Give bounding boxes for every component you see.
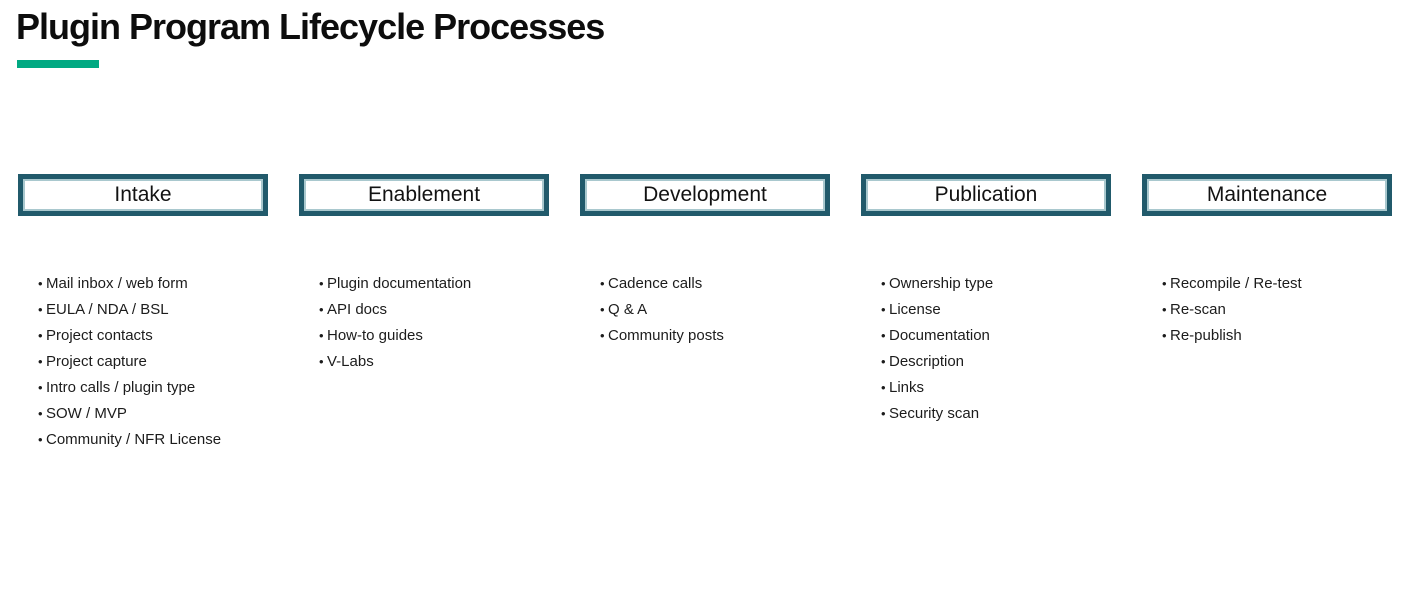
list-item: •V-Labs — [299, 349, 549, 375]
stage-header-label: Maintenance — [1206, 183, 1328, 206]
bullet-icon: • — [881, 328, 886, 343]
stage-items-maintenance: •Recompile / Re-test•Re-scan•Re-publish — [1142, 271, 1392, 349]
stage-items-development: •Cadence calls•Q & A•Community posts — [580, 271, 830, 349]
list-item-label: Mail inbox / web form — [46, 275, 188, 292]
stage-items-intake: •Mail inbox / web form•EULA / NDA / BSL•… — [18, 271, 268, 453]
list-item-label: Re-scan — [1170, 301, 1226, 318]
list-item-label: Security scan — [889, 405, 980, 422]
list-item-label: Project capture — [46, 353, 147, 370]
list-item: •Mail inbox / web form — [18, 271, 268, 297]
list-item-label: How-to guides — [327, 327, 423, 344]
bullet-icon: • — [600, 328, 605, 343]
list-item-label: Intro calls / plugin type — [46, 379, 196, 396]
column-development: Development •Cadence calls•Q & A•Communi… — [580, 174, 830, 453]
list-item-label: API docs — [327, 301, 388, 318]
stage-items-enablement: •Plugin documentation•API docs•How-to gu… — [299, 271, 549, 375]
stage-header-maintenance: Maintenance — [1142, 174, 1392, 216]
list-item: •Community / NFR License — [18, 427, 268, 453]
list-item: •Security scan — [861, 401, 1111, 427]
bullet-icon: • — [881, 276, 886, 291]
stage-header-label: Development — [643, 183, 767, 206]
lifecycle-columns: Intake •Mail inbox / web form•EULA / NDA… — [18, 174, 1392, 453]
bullet-icon: • — [600, 302, 605, 317]
list-item-label: Ownership type — [889, 275, 994, 292]
bullet-icon: • — [38, 380, 43, 395]
bullet-icon: • — [38, 406, 43, 421]
list-item: •Re-publish — [1142, 323, 1392, 349]
stage-header-label: Publication — [934, 183, 1038, 206]
bullet-icon: • — [1162, 328, 1167, 343]
list-item: •Q & A — [580, 297, 830, 323]
list-item-label: Description — [889, 353, 965, 370]
list-item-label: Community posts — [608, 327, 724, 344]
stage-header-enablement: Enablement — [299, 174, 549, 216]
column-enablement: Enablement •Plugin documentation•API doc… — [299, 174, 549, 453]
list-item: •Ownership type — [861, 271, 1111, 297]
list-item-label: Recompile / Re-test — [1170, 275, 1302, 292]
title-accent-bar — [17, 60, 99, 68]
list-item-label: Community / NFR License — [46, 431, 222, 448]
page-title: Plugin Program Lifecycle Processes — [16, 6, 605, 47]
list-item: •Documentation — [861, 323, 1111, 349]
list-item: •EULA / NDA / BSL — [18, 297, 268, 323]
list-item-label: EULA / NDA / BSL — [46, 301, 169, 318]
list-item: •SOW / MVP — [18, 401, 268, 427]
stage-header-publication: Publication — [861, 174, 1111, 216]
stage-header-intake: Intake — [18, 174, 268, 216]
bullet-icon: • — [38, 328, 43, 343]
list-item: •API docs — [299, 297, 549, 323]
list-item-label: Q & A — [608, 301, 648, 318]
bullet-icon: • — [1162, 276, 1167, 291]
list-item: •License — [861, 297, 1111, 323]
column-maintenance: Maintenance •Recompile / Re-test•Re-scan… — [1142, 174, 1392, 453]
list-item: •Project capture — [18, 349, 268, 375]
list-item: •Description — [861, 349, 1111, 375]
list-item-label: V-Labs — [327, 353, 374, 370]
list-item-label: Re-publish — [1170, 327, 1242, 344]
bullet-icon: • — [881, 380, 886, 395]
bullet-icon: • — [319, 276, 324, 291]
list-item: •Recompile / Re-test — [1142, 271, 1392, 297]
list-item-label: Plugin documentation — [327, 275, 472, 292]
list-item: •How-to guides — [299, 323, 549, 349]
list-item: •Project contacts — [18, 323, 268, 349]
list-item: •Links — [861, 375, 1111, 401]
column-intake: Intake •Mail inbox / web form•EULA / NDA… — [18, 174, 268, 453]
column-publication: Publication •Ownership type•License•Docu… — [861, 174, 1111, 453]
bullet-icon: • — [38, 302, 43, 317]
stage-header-label: Intake — [114, 183, 172, 206]
bullet-icon: • — [881, 406, 886, 421]
list-item-label: Links — [889, 379, 925, 396]
stage-header-development: Development — [580, 174, 830, 216]
bullet-icon: • — [38, 276, 43, 291]
stage-header-label: Enablement — [367, 183, 481, 206]
stage-items-publication: •Ownership type•License•Documentation•De… — [861, 271, 1111, 427]
list-item-label: License — [889, 301, 941, 318]
bullet-icon: • — [881, 354, 886, 369]
list-item-label: Documentation — [889, 327, 990, 344]
bullet-icon: • — [38, 354, 43, 369]
list-item: •Community posts — [580, 323, 830, 349]
bullet-icon: • — [319, 302, 324, 317]
list-item: •Plugin documentation — [299, 271, 549, 297]
list-item-label: Cadence calls — [608, 275, 703, 292]
list-item: •Cadence calls — [580, 271, 830, 297]
list-item: •Intro calls / plugin type — [18, 375, 268, 401]
list-item-label: SOW / MVP — [46, 405, 127, 422]
bullet-icon: • — [881, 302, 886, 317]
bullet-icon: • — [319, 354, 324, 369]
bullet-icon: • — [38, 432, 43, 447]
bullet-icon: • — [1162, 302, 1167, 317]
bullet-icon: • — [319, 328, 324, 343]
list-item-label: Project contacts — [46, 327, 153, 344]
list-item: •Re-scan — [1142, 297, 1392, 323]
bullet-icon: • — [600, 276, 605, 291]
